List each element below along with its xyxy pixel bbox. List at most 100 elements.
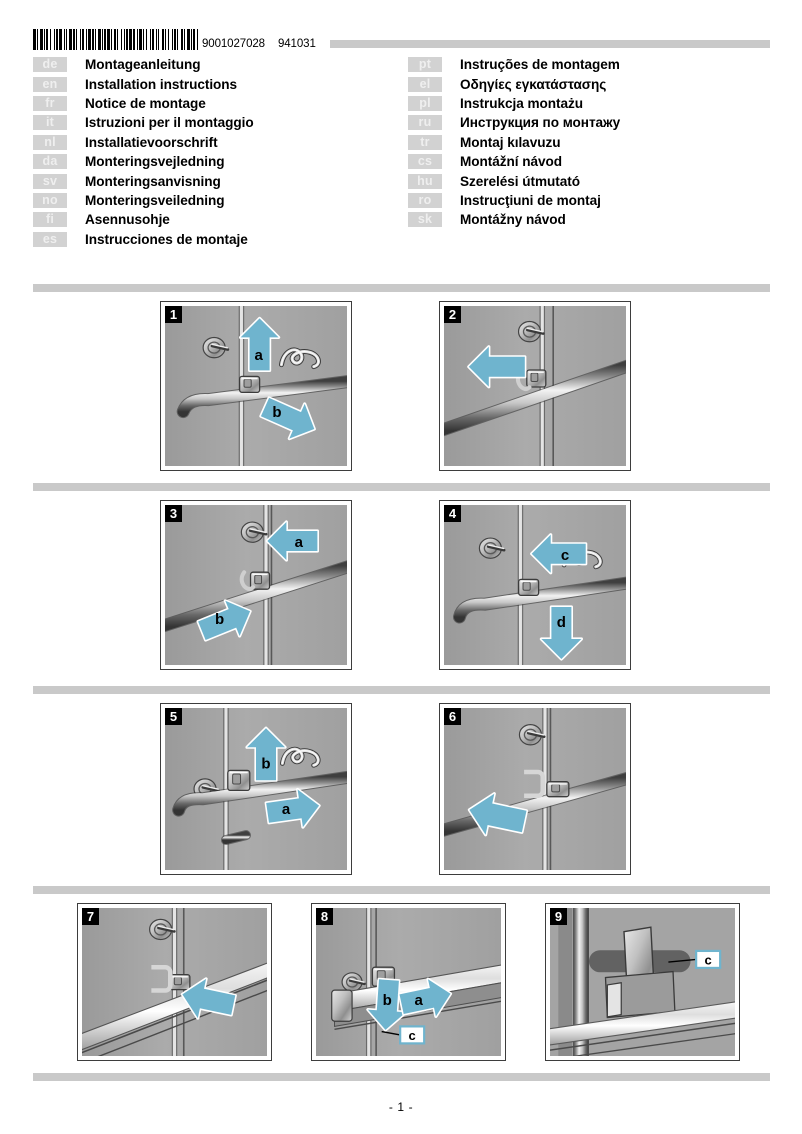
language-code-fi: fi	[33, 212, 67, 228]
door-handle-bar	[173, 771, 347, 816]
page-number: - 1 -	[388, 1100, 414, 1114]
label-b: b	[272, 404, 281, 421]
language-title-da: Monteringsvejledning	[85, 154, 225, 170]
figure-illustration-2	[444, 306, 626, 466]
label-b: b	[215, 611, 224, 628]
language-title-fr: Notice de montage	[85, 95, 206, 111]
door-handle-bar	[177, 376, 347, 418]
section-separator-3	[33, 686, 770, 694]
label-a: a	[295, 534, 304, 551]
arrow-b-downright-fill	[260, 397, 315, 439]
language-title-el: Οδηγίες εγκατάστασης	[460, 76, 607, 92]
language-title-pl: Instrukcja montażu	[460, 95, 583, 111]
barcode-icon	[33, 29, 201, 50]
language-title-sv: Monteringsanvisning	[85, 173, 221, 189]
arrow-c-left-fill	[531, 534, 586, 573]
step-number-badge-4: 4	[444, 505, 461, 522]
barcode-number: 9001027028	[202, 38, 265, 50]
section-separator-2	[33, 483, 770, 491]
arrow-a-right-fill	[266, 789, 320, 828]
door-handle-bar	[453, 577, 626, 623]
figure-illustration-5: ba	[165, 708, 347, 870]
step-number-badge-8: 8	[316, 908, 333, 925]
arrow-a-left-fill	[267, 522, 318, 560]
language-code-tr: tr	[408, 134, 442, 150]
language-code-pl: pl	[408, 95, 442, 111]
arrow-left-fill	[182, 978, 236, 1019]
language-code-pt: pt	[408, 57, 442, 73]
figure-canvas-6: 6	[444, 708, 626, 870]
language-title-it: Istruzioni per il montaggio	[85, 115, 254, 131]
language-row-no: no Monteringsveiledning	[33, 191, 254, 210]
language-code-hu: hu	[408, 173, 442, 189]
arrow-b-down-fill	[367, 979, 406, 1030]
language-title-pt: Instruções de montagem	[460, 57, 620, 73]
callout-c-leader	[668, 958, 697, 963]
language-row-fr: fr Notice de montage	[33, 94, 254, 113]
section-separator-1	[33, 284, 770, 292]
language-row-da: da Monteringsvejledning	[33, 152, 254, 171]
door-handle-bar	[165, 561, 347, 632]
arrow-left-fill	[468, 346, 525, 387]
step-number-badge-2: 2	[444, 306, 461, 323]
arrow-d-down-fill	[541, 607, 582, 659]
step-number-badge-5: 5	[165, 708, 182, 725]
callout-c-box	[695, 949, 722, 970]
language-row-pl: pl Instrukcja montażu	[408, 94, 620, 113]
barcode-block: 9001027028 941031	[33, 28, 316, 50]
figure-panel-7: 7	[77, 903, 272, 1061]
language-code-ru: ru	[408, 115, 442, 131]
barcode-date: 941031	[277, 38, 316, 50]
label-d: d	[557, 614, 566, 631]
figure-illustration-4: cd	[444, 505, 626, 665]
language-title-fi: Asennusohje	[85, 212, 170, 228]
language-title-tr: Montaj kılavuzu	[460, 134, 561, 150]
language-code-fr: fr	[33, 95, 67, 111]
door-handle-bar	[444, 360, 626, 436]
language-title-de: Montageanleitung	[85, 57, 201, 73]
language-title-no: Monteringsveiledning	[85, 192, 225, 208]
arrow-a-right-fill	[399, 979, 451, 1017]
figure-canvas-2: 2	[444, 306, 626, 466]
figure-panel-2: 2	[439, 301, 631, 471]
language-code-es: es	[33, 231, 67, 247]
language-code-ro: ro	[408, 192, 442, 208]
figure-panel-6: 6	[439, 703, 631, 875]
figure-illustration-1: ab	[165, 306, 347, 466]
label-a: a	[282, 801, 291, 818]
language-code-no: no	[33, 192, 67, 208]
language-title-cs: Montážní návod	[460, 154, 563, 170]
section-separator-4	[33, 886, 770, 894]
callout-c-text: c	[705, 952, 712, 967]
lower-pin	[221, 831, 250, 845]
language-code-da: da	[33, 154, 67, 170]
step-number-badge-9: 9	[550, 908, 567, 925]
language-title-ro: Instrucţiuni de montaj	[460, 192, 601, 208]
figure-illustration-6	[444, 708, 626, 870]
arrow-b-right-fill	[198, 600, 251, 640]
figure-illustration-9: c	[550, 908, 735, 1056]
language-title-hu: Szerelési útmutató	[460, 173, 580, 189]
callout-c-box	[399, 1025, 426, 1045]
